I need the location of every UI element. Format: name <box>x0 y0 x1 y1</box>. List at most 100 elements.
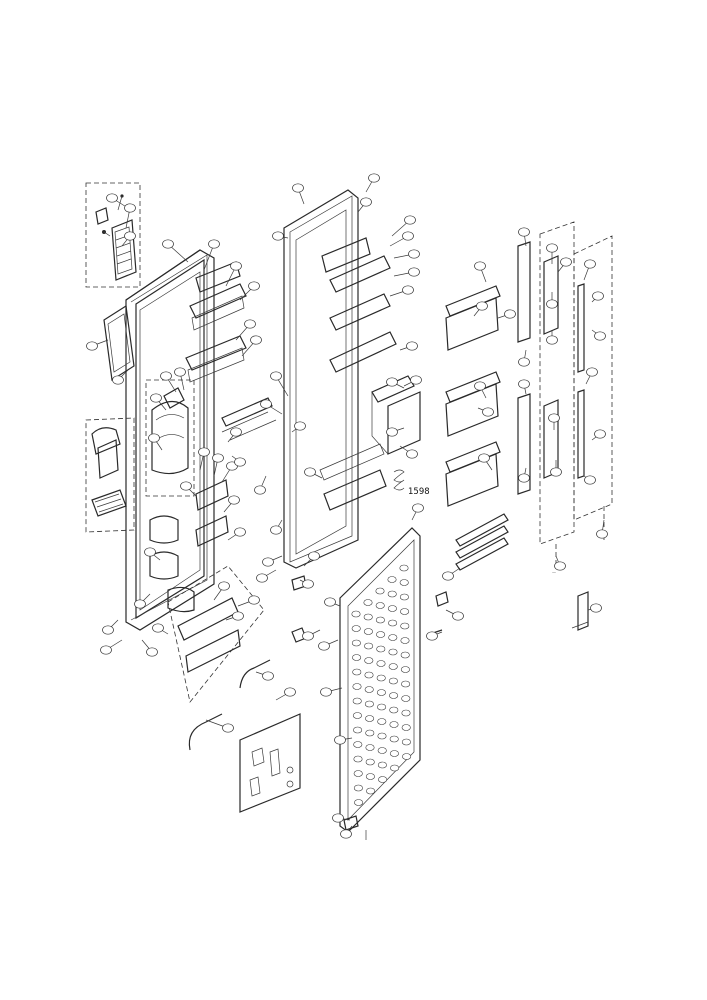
callout-bubble <box>518 379 530 389</box>
callout-bubble <box>368 173 380 183</box>
drawer-dimple <box>353 784 363 792</box>
callout-bubble <box>124 231 136 241</box>
fridge-door-bins <box>319 255 397 511</box>
callout-bubble <box>152 623 164 633</box>
callout-bubble <box>228 495 240 505</box>
drawer-dimple <box>389 692 399 699</box>
drawer-dimple <box>376 660 386 667</box>
drawer-dimple <box>364 642 374 650</box>
drawer-dimple <box>352 683 362 690</box>
callout-bubble <box>248 281 260 291</box>
callout-bubble <box>482 407 494 417</box>
drawer-dimple <box>400 651 410 659</box>
right-dashed-groups: — <box>539 221 613 575</box>
callout-bubble <box>320 687 332 697</box>
drawer-dimple <box>376 631 386 638</box>
drawer-door-dimples <box>351 564 412 806</box>
callout-bubble <box>406 341 418 351</box>
drawer-dimple <box>388 648 398 656</box>
right-shelves <box>445 285 501 507</box>
drawer-dimple <box>401 680 411 688</box>
fridge-crisper <box>371 375 421 455</box>
drawer-dimple <box>365 773 375 780</box>
callout-bubble <box>222 723 234 733</box>
callout-bubble <box>402 285 414 295</box>
freezer-door-bins <box>149 283 247 613</box>
drawer-dimple <box>364 657 374 664</box>
svg-text:—: — <box>552 570 556 575</box>
callout-bubble <box>262 557 274 567</box>
callout-bubble <box>324 597 336 607</box>
drawer-dimple <box>401 695 411 702</box>
drawer-dimple <box>376 689 386 696</box>
callout-bubble <box>230 261 242 271</box>
drawer-dimple <box>365 715 375 722</box>
callout-bubble <box>232 611 244 621</box>
callout-bubble <box>218 581 230 591</box>
callout-bubble <box>234 457 246 467</box>
drawer-dimple <box>352 712 362 719</box>
callout-bubble <box>248 595 260 605</box>
drawer-rails <box>455 513 509 571</box>
callout-bubble <box>260 399 272 409</box>
callout-bubble <box>596 529 608 539</box>
callout-bubble <box>102 625 114 635</box>
callout-bubble <box>134 599 146 609</box>
drawer-dimple <box>402 753 412 760</box>
drawer-dimple <box>364 700 374 708</box>
callout-bubble <box>586 367 598 377</box>
callout-bubble <box>504 309 516 319</box>
callout-bubble <box>478 453 490 463</box>
freezer-gasket-panel <box>103 304 135 382</box>
callout-bubble <box>402 231 414 241</box>
drawer-dimple <box>365 729 375 737</box>
lower-freezer-bins <box>167 565 265 703</box>
callout-bubble <box>546 243 558 253</box>
callout-bubble <box>518 227 530 237</box>
drawer-dimple <box>376 674 386 682</box>
drawer-dimple <box>401 738 411 746</box>
drawer-dimple <box>377 747 387 754</box>
callout-bubble <box>86 341 98 351</box>
drawer-dimple <box>389 735 399 743</box>
callout-bubble <box>124 203 136 213</box>
drawer-dimple <box>375 602 385 609</box>
callout-bubble <box>554 561 566 571</box>
drawer-dimple <box>353 770 363 777</box>
drawer-dimple <box>352 697 362 705</box>
drawer-dimple <box>363 613 373 621</box>
drawer-dimple <box>366 787 376 795</box>
drawer-dimple <box>365 758 375 766</box>
freezer-door <box>125 249 215 631</box>
callout-bubble <box>592 291 604 301</box>
callout-bubble <box>550 467 562 477</box>
drawer-dimple <box>363 599 373 606</box>
filter-module-inset <box>85 182 141 288</box>
callout-bubble <box>146 647 158 657</box>
callout-bubble <box>272 231 284 241</box>
callout-bubble <box>308 551 320 561</box>
freezer-light-tag: 1598 <box>408 487 430 497</box>
drawer-dimple <box>377 732 387 740</box>
drawer-dimple <box>353 755 363 763</box>
drawer-dimple <box>351 639 361 647</box>
callout-bubble <box>412 503 424 513</box>
callout-bubble <box>318 641 330 651</box>
drawer-dimple <box>388 619 398 627</box>
callout-bubble <box>334 735 346 745</box>
callout-bubble <box>594 429 606 439</box>
drawer-dimple <box>363 628 373 635</box>
callout-bubble <box>408 267 420 277</box>
callout-bubble <box>594 331 606 341</box>
callout-bubble <box>302 579 314 589</box>
drawer-dimple <box>364 686 374 693</box>
drawer-dimple <box>387 605 397 612</box>
drawer-dimple <box>353 726 363 734</box>
drawer-dimple <box>389 721 399 728</box>
callout-bubble <box>584 259 596 269</box>
callout-bubble <box>144 547 156 557</box>
callout-bubble <box>160 371 172 381</box>
callout-bubble <box>410 375 422 385</box>
callout-bubble <box>148 433 160 443</box>
callout-bubble <box>474 381 486 391</box>
